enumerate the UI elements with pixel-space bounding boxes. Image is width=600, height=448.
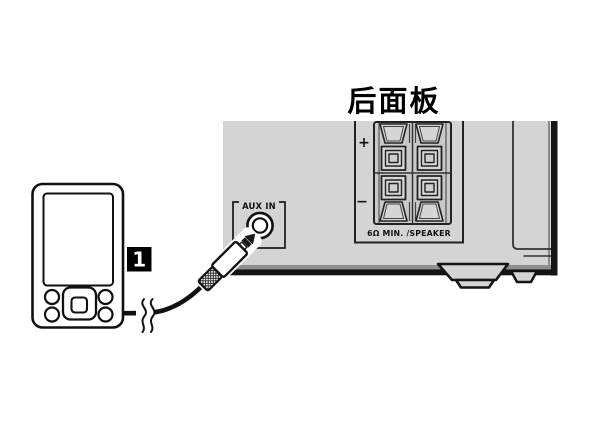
speaker-terminal-box [354, 121, 464, 244]
panel-inner-seam [512, 121, 551, 250]
unit-foot [436, 262, 510, 289]
cable-break-mark [141, 298, 147, 333]
player-dpad-center-icon [70, 296, 89, 314]
step-badge-number: 1 [132, 248, 146, 272]
rear-panel: + − 6Ω MIN. /SPEAKER [223, 121, 558, 289]
aux-label-backing [239, 196, 279, 209]
speaker-caption: 6Ω MIN. /SPEAKER [367, 229, 451, 238]
step-badge-box [127, 247, 152, 272]
cable-break-mark [149, 298, 156, 333]
speaker-terminal-right [415, 123, 444, 222]
speaker-terminal-left [379, 123, 408, 222]
player-button-icon [97, 288, 114, 306]
mini-plug-icon [195, 227, 262, 294]
speaker-terminal-block [373, 121, 452, 225]
plug-tip [244, 233, 256, 245]
page-title: 后面板 [347, 84, 440, 118]
step-1-badge: 1 [127, 247, 152, 272]
aux-jack-hole-icon [251, 217, 269, 234]
plug-strain-relief [197, 266, 223, 292]
speaker-terminal-section: + − 6Ω MIN. /SPEAKER [354, 121, 464, 244]
unit-foot-small [509, 269, 539, 284]
player-button-icon [43, 306, 61, 323]
plug-ring-band [241, 237, 252, 248]
panel-right-edge [551, 121, 558, 276]
panel-bottom-edge [223, 269, 558, 276]
player-button-icon [97, 306, 114, 323]
player-screen [42, 192, 114, 287]
audio-cable [117, 283, 205, 333]
speaker-minus-label: − [356, 194, 368, 210]
aux-in-label: AUX IN [242, 201, 276, 211]
cable-line [117, 283, 205, 316]
portable-player [31, 182, 125, 329]
panel-bottom-shadow-band [223, 265, 551, 270]
player-button-icon [43, 288, 61, 306]
speaker-plus-label: + [358, 135, 370, 151]
